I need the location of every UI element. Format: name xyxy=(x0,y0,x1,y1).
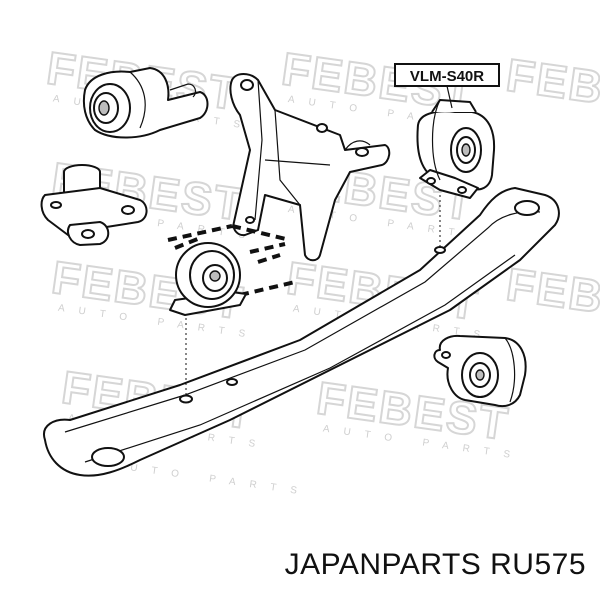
transmission-mount-bracket xyxy=(229,73,391,262)
watermark-brand: FEBEST xyxy=(503,48,600,126)
crossmember-bolt-hole xyxy=(179,394,193,404)
watermark-brand: FEBEST xyxy=(503,258,600,336)
part-number-label: VLM-S40R xyxy=(394,63,500,109)
highlighted-mount-vlm-s40r xyxy=(416,99,496,248)
watermark-tagline: AUTO PARTS xyxy=(109,459,311,498)
part-number-leader-line xyxy=(446,85,453,109)
crossmember-bolt-hole xyxy=(226,378,238,386)
crossmember-bolt-hole xyxy=(434,246,446,254)
transmission-mount-round xyxy=(167,224,296,395)
crossmember-bolt-hole xyxy=(91,447,125,467)
engine-mount-left xyxy=(40,164,148,246)
engine-mount-right-lower xyxy=(433,334,527,408)
engine-mount-bushing-left xyxy=(82,67,209,139)
caption-part-reference: JAPANPARTS RU575 xyxy=(284,548,586,581)
crossmember-bolt-hole xyxy=(514,200,540,216)
part-number-label-text: VLM-S40R xyxy=(410,68,484,85)
transmission-crossmember xyxy=(43,187,560,477)
